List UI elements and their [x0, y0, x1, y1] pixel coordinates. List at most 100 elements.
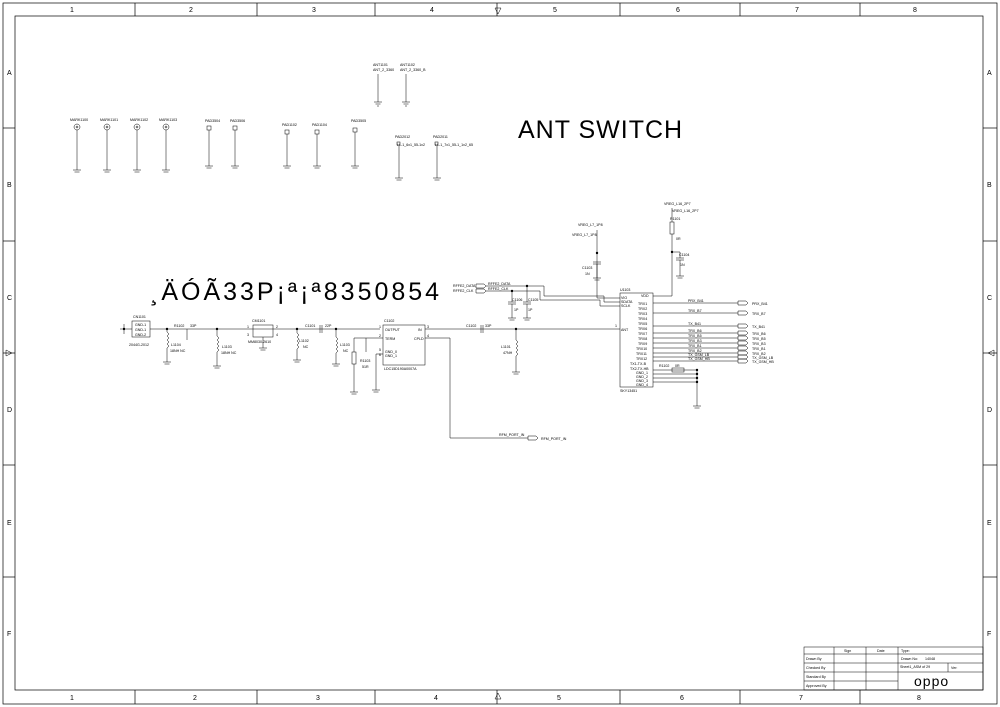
capacitor-icon: [523, 301, 531, 305]
column-labels-bottom: 1 2 3 4 5 6 7 8: [70, 695, 921, 702]
inductor-icon: [335, 336, 338, 354]
u1103-ref: U1103: [620, 288, 630, 292]
rffe-data-port-label: RFFE2_DATA: [453, 284, 476, 288]
fb-port-label: RFM_PORT_IN: [541, 437, 567, 441]
antenna-switch-block: VREG_L7_1P8 VREG_L7_1P8 C1103 1N VREG_L1…: [453, 202, 774, 409]
cn1101-pin-1: GND-1: [135, 323, 146, 327]
mark1101-ref: MARK1101: [100, 118, 118, 122]
title-block-drawn-by: Drawn By: [806, 657, 822, 661]
ground-icon: [395, 177, 403, 181]
r1103-body: [351, 351, 357, 365]
coupler-pin-in: IN: [418, 328, 422, 332]
u1103-pin-gnd3: GND_3: [636, 379, 648, 383]
ground-icon: [350, 391, 358, 395]
cm1101-pin-1: 1: [247, 325, 249, 329]
mark1100-ref: MARK1100: [70, 118, 88, 122]
col-3-label-bottom: 3: [316, 695, 320, 702]
ground-icon: [523, 317, 531, 321]
col-8-label-bottom: 8: [917, 695, 921, 702]
ground-icon: [402, 101, 410, 107]
c1103-ref: C1103: [582, 266, 592, 270]
sheet-title: ANT SWITCH: [518, 116, 683, 144]
c1106-value: 1P: [514, 308, 519, 312]
u1103-pin-trx8: TRX8: [638, 337, 647, 341]
row-a-label: A: [7, 70, 12, 77]
row-d-label: D: [7, 407, 12, 414]
cn1101-pin-2: GND-1: [135, 328, 146, 332]
ant1101-value: ANT_2_3360: [373, 68, 394, 72]
coupler-value: LDC15D190A0007A: [384, 367, 417, 371]
u1103-pin-gnd1: GND_1: [636, 371, 648, 375]
l1103-value: 18NH NC: [221, 351, 237, 355]
ant1102-value: ANT_2_3360_B: [400, 68, 426, 72]
coupler-pin-cpld: CPLD: [414, 337, 424, 341]
rffe-clk-net-label: RFFE2_CLK: [488, 287, 509, 291]
pad3504-ref: PAD3504: [205, 119, 220, 123]
ground-icon: [693, 405, 701, 409]
cn1101-pin-3: GND-2: [135, 333, 146, 337]
u1103-pin-trx9: TRX9: [638, 342, 647, 346]
c1104-ref: C1104: [679, 253, 689, 257]
r1102-ref: R1102: [659, 364, 669, 368]
inductor-icon: [515, 339, 518, 357]
net-tx-gsm-lb: TX_GSM_LB: [688, 353, 710, 357]
ground-icon: [372, 389, 380, 393]
col-5-label-bottom: 5: [557, 695, 561, 702]
row-f-label-right: F: [987, 631, 991, 638]
r1101-body: [669, 221, 675, 235]
vreg-l16-label: VREG_L16_2P7: [664, 202, 691, 206]
net-tx-b41: TX_B41: [688, 322, 701, 326]
col-1-label: 1: [70, 7, 74, 14]
cn1101-ref: CN1101: [133, 315, 146, 319]
row-c-label: C: [7, 295, 12, 302]
col-3-label: 3: [312, 7, 316, 14]
col-2-label: 2: [189, 7, 193, 14]
u1103-pin-trx12: TRX12: [636, 357, 647, 361]
col-6-label: 6: [676, 7, 680, 14]
row-f-label: F: [7, 631, 11, 638]
u1103-value: SKY13451: [620, 389, 637, 393]
port-prx-b41: PRX_B41: [752, 302, 768, 306]
l1103b-value: NC: [343, 349, 349, 353]
u1103-pin-tx1: TX1-TX-B: [630, 362, 647, 366]
title-block-date: Date: [877, 649, 885, 653]
c1105-ref: C1105: [528, 298, 538, 302]
title-block-ver: Ver:: [951, 666, 957, 670]
coupler-pin-term: TERM: [385, 337, 395, 341]
net-trx-b2: TRX_B2: [688, 349, 702, 353]
row-b-label: B: [7, 182, 12, 189]
row-labels-left: A B C D E F: [7, 70, 12, 638]
port-trx-b6: TRX_B6: [752, 332, 766, 336]
mark-circle-icon: [103, 123, 111, 173]
port-arrow-icon: [527, 435, 539, 441]
ground-icon: [163, 361, 171, 365]
ground-icon: [676, 275, 684, 279]
coupler-pin-num-6: 6: [379, 353, 381, 357]
inductor-icon: [296, 332, 299, 350]
u1103-pin-sclk: SCLK: [621, 304, 631, 308]
row-e-label: E: [7, 520, 12, 527]
r1103-ref: R1103: [360, 359, 370, 363]
col-1-label-bottom: 1: [70, 695, 74, 702]
col-6-label-bottom: 6: [680, 695, 684, 702]
port-trx-b2: TRX_B2: [752, 352, 766, 356]
pad2012-value: LL-1_6x1_55-1x2: [397, 143, 425, 147]
c1101-ref: C1101: [305, 324, 315, 328]
mark-circle-icon: [162, 123, 170, 173]
pad1102-ref: PAD1102: [282, 123, 297, 127]
c1105-value: 1P: [528, 308, 533, 312]
coupler-pin-gnd0: GND_0: [385, 350, 397, 354]
row-c-label-right: C: [987, 295, 992, 302]
u1103-pin-vdd: VDD: [641, 294, 649, 298]
title-block-sign: Sign: [844, 649, 851, 653]
pad-square-icon: [351, 127, 359, 169]
col-4-label-bottom: 4: [434, 695, 438, 702]
row-a-label-right: A: [987, 70, 992, 77]
vreg-l7-label-2: VREG_L7_1P8: [572, 233, 597, 237]
col-4-label: 4: [430, 7, 434, 14]
port-trx-b1: TRX_B1: [752, 347, 766, 351]
u1103-pin-vio: VIO: [621, 296, 627, 300]
mark1102-ref: MARK1102: [130, 118, 148, 122]
row-labels-right: A B C D E F: [987, 70, 992, 638]
l1101-value: 47NH: [503, 351, 513, 355]
